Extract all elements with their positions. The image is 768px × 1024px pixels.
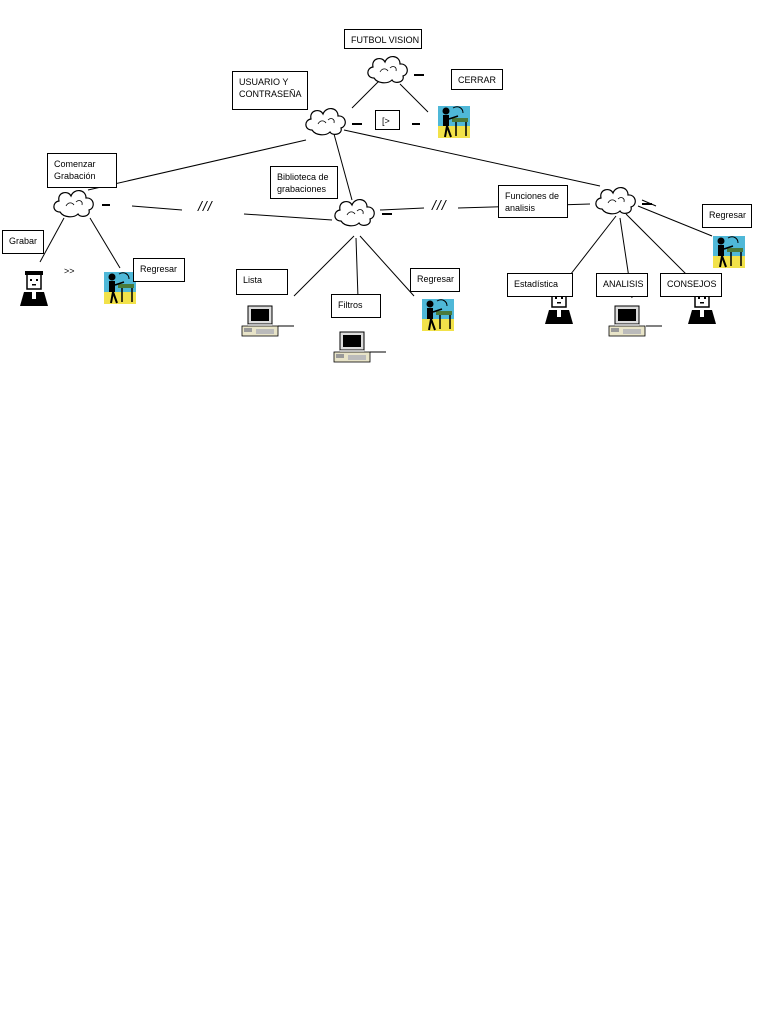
line-dash-1a [131, 205, 183, 211]
label-funciones-analisis[interactable]: Funciones de analisis [498, 185, 568, 218]
label-regresar-biblioteca[interactable]: Regresar [410, 268, 460, 292]
label-estadistica[interactable]: Estadística [507, 273, 573, 297]
label-lista[interactable]: Lista [236, 269, 288, 295]
cloud-icon [305, 107, 346, 136]
desk-person-icon [712, 235, 746, 269]
computer-icon [608, 305, 646, 337]
cloud-icon [595, 186, 636, 215]
label-futbol-vision: FUTBOL VISION [344, 29, 422, 49]
desk-person-icon [103, 271, 137, 305]
dash-marks [102, 74, 652, 215]
line-root-cerrar-icon [399, 83, 429, 113]
line-usuario-biblioteca [333, 133, 353, 201]
label-filtros[interactable]: Filtros [331, 294, 381, 318]
line-dash-2a [379, 207, 425, 211]
slashes-mark-1: /// [198, 198, 213, 214]
desk-person-icon [437, 105, 471, 139]
label-biblioteca-grabaciones[interactable]: Biblioteca de grabaciones [270, 166, 338, 199]
computer-icon [241, 305, 279, 337]
label-cerrar[interactable]: CERRAR [451, 69, 503, 90]
forward-symbol: >> [64, 266, 75, 276]
line-biblioteca-filtros [355, 237, 359, 299]
label-regresar-funciones[interactable]: Regresar [702, 204, 752, 228]
line-dash-1b [243, 213, 333, 221]
cloud-icon [53, 189, 94, 218]
label-analisis[interactable]: ANALISIS [596, 273, 648, 297]
slashes-mark-2: /// [432, 197, 447, 213]
line-biblioteca-lista [293, 235, 355, 297]
cloud-icon [334, 198, 375, 227]
line-usuario-comenzar [87, 139, 307, 191]
person-icon [19, 270, 49, 307]
label-usuario-contrasena: USUARIO Y CONTRASEÑA [232, 71, 308, 110]
line-comenzar-grabar [39, 217, 65, 263]
label-comenzar-grabacion[interactable]: Comenzar Grabación [47, 153, 117, 188]
line-usuario-funciones [343, 129, 601, 187]
line-biblioteca-regresar [359, 235, 415, 297]
computer-icon [333, 331, 371, 363]
line-comenzar-regresar [89, 217, 121, 269]
play-button[interactable]: [> [375, 110, 400, 130]
cloud-icon [367, 55, 408, 84]
line-root-usuario [351, 79, 381, 109]
line-funciones-regresar [637, 205, 713, 237]
label-consejos[interactable]: CONSEJOS [660, 273, 722, 297]
label-grabar[interactable]: Grabar [2, 230, 44, 254]
label-regresar-grabacion[interactable]: Regresar [133, 258, 185, 282]
desk-person-icon [421, 298, 455, 332]
